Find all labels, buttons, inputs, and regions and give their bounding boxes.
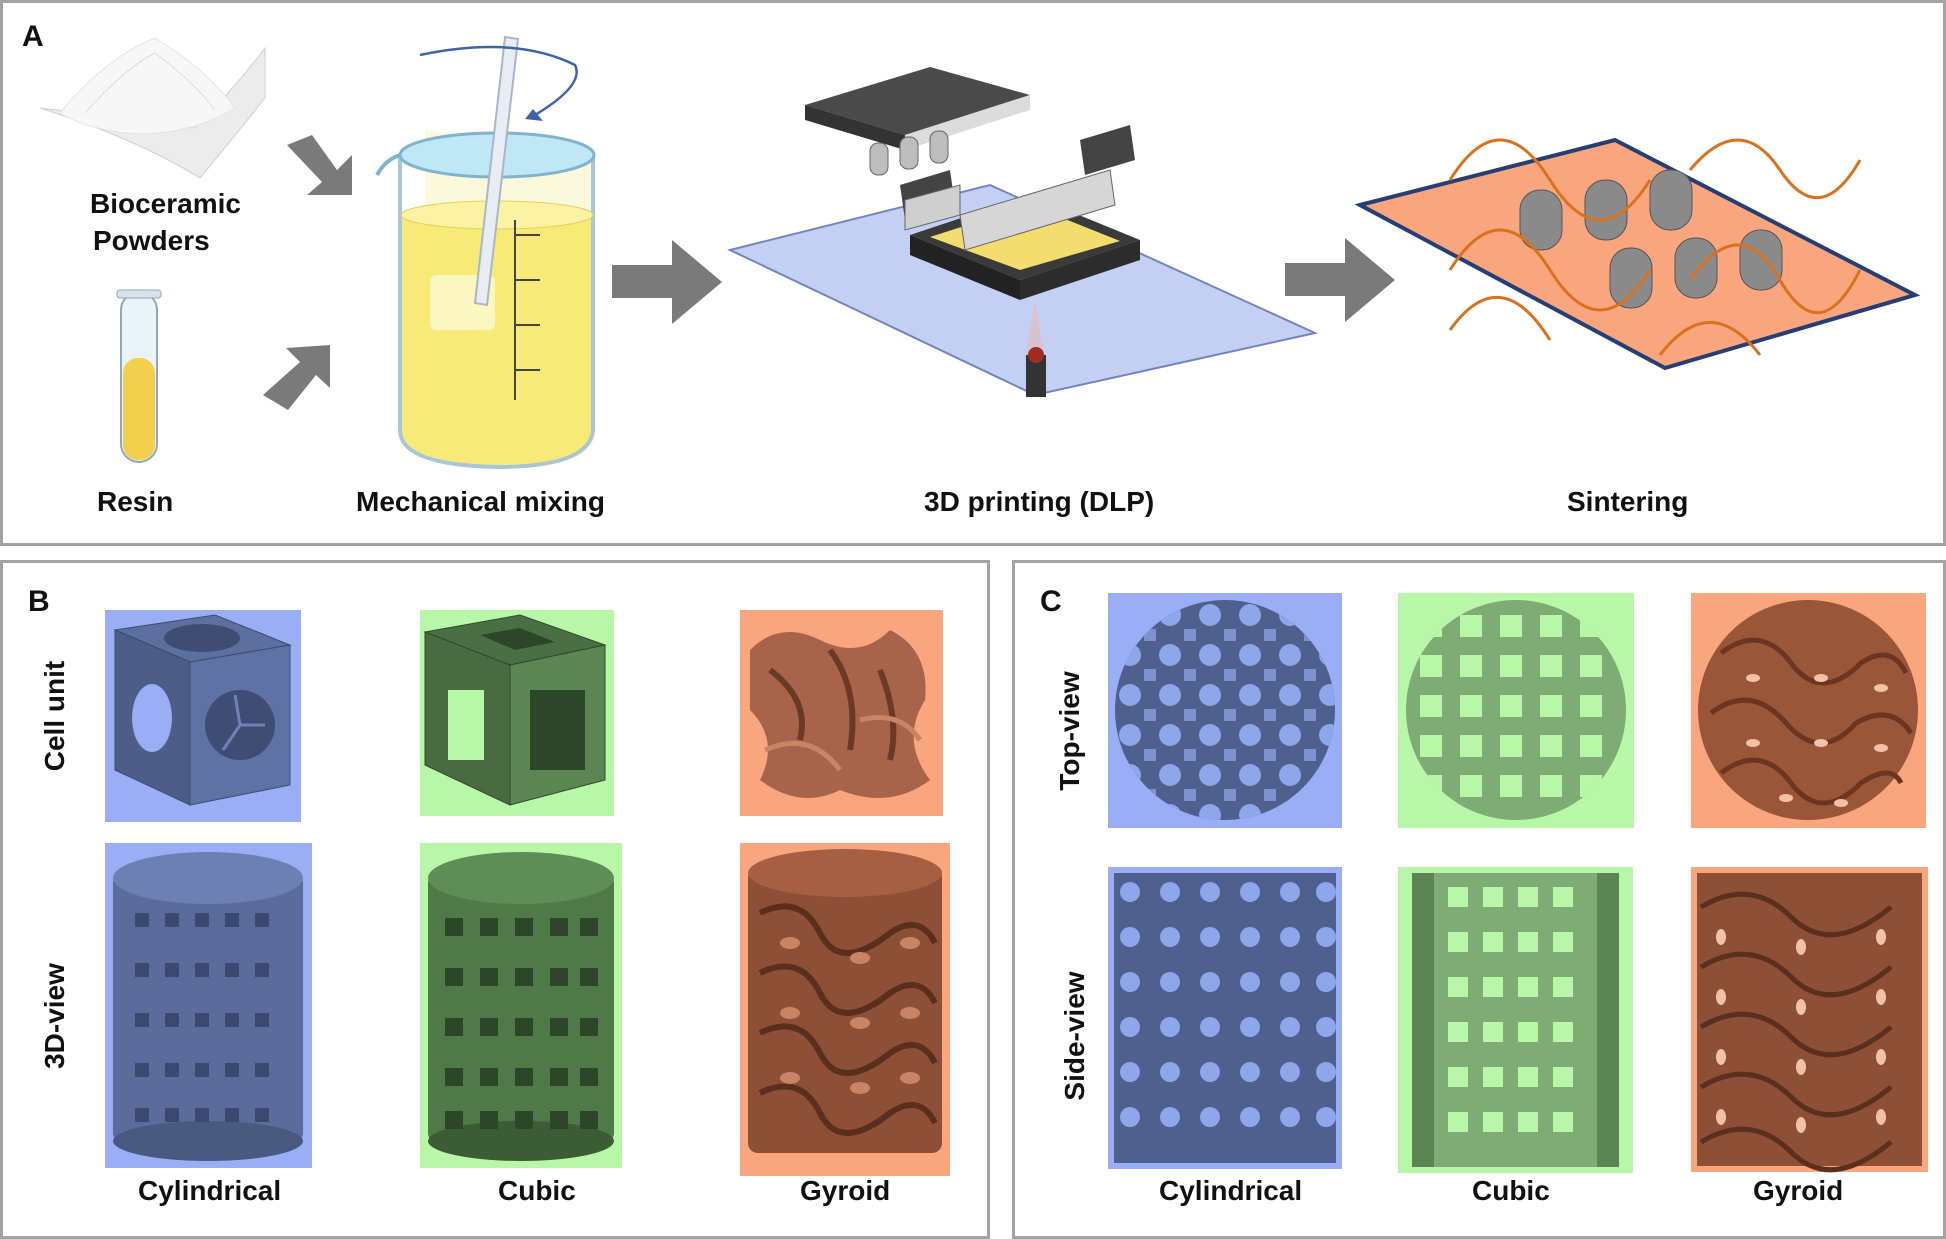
gyroid-cell-unit: [740, 610, 943, 816]
resin-label: Resin: [97, 486, 174, 517]
printing-label: 3D printing (DLP): [924, 486, 1155, 517]
cubic-cell-unit: [420, 610, 614, 816]
panel-b-letter: B: [28, 585, 50, 618]
cylindrical-top-view: [1108, 593, 1342, 828]
arrow-resin-to-beaker: [263, 345, 330, 410]
bioceramic-powder-illustration: [39, 37, 266, 179]
panel-b-col-gyroid: Gyroid: [800, 1175, 891, 1206]
cell-unit-row-label: Cell unit: [39, 660, 70, 772]
panel-b-col-cubic: Cubic: [498, 1175, 576, 1206]
cubic-top-view: [1398, 593, 1634, 828]
panel-c-col-gyroid: Gyroid: [1753, 1175, 1844, 1206]
gyroid-side-view: [1691, 867, 1928, 1173]
arrow-mixing-to-printing: [612, 240, 722, 324]
mixing-label: Mechanical mixing: [356, 486, 605, 517]
powders-label-line2: Powders: [93, 225, 210, 256]
cubic-3d-view: [420, 843, 622, 1168]
top-view-row-label: Top-view: [1054, 671, 1085, 791]
dlp-printer-illustration: [727, 67, 1319, 397]
mixing-beaker-illustration: [375, 35, 596, 470]
gyroid-top-view: [1691, 593, 1926, 828]
cylindrical-side-view: [1108, 867, 1342, 1169]
panel-c-col-cubic: Cubic: [1472, 1175, 1550, 1206]
side-view-row-label: Side-view: [1059, 971, 1090, 1101]
cylindrical-3d-view: [105, 843, 312, 1168]
arrow-powder-to-beaker: [287, 135, 352, 195]
resin-tube-illustration: [116, 289, 162, 463]
powders-label-line1: Bioceramic: [90, 188, 241, 219]
panel-a-letter: A: [22, 20, 44, 53]
cylindrical-cell-unit: [105, 610, 301, 822]
3d-view-row-label: 3D-view: [39, 963, 70, 1069]
arrow-printing-to-sintering: [1285, 238, 1395, 322]
sintering-label: Sintering: [1567, 486, 1689, 517]
gyroid-3d-view: [740, 843, 950, 1176]
panel-b-col-cylindrical: Cylindrical: [138, 1175, 282, 1206]
panel-c-letter: C: [1040, 585, 1062, 618]
panel-c-col-cylindrical: Cylindrical: [1159, 1175, 1303, 1206]
sintering-plate-illustration: [1354, 137, 1921, 371]
cubic-side-view: [1398, 867, 1633, 1173]
